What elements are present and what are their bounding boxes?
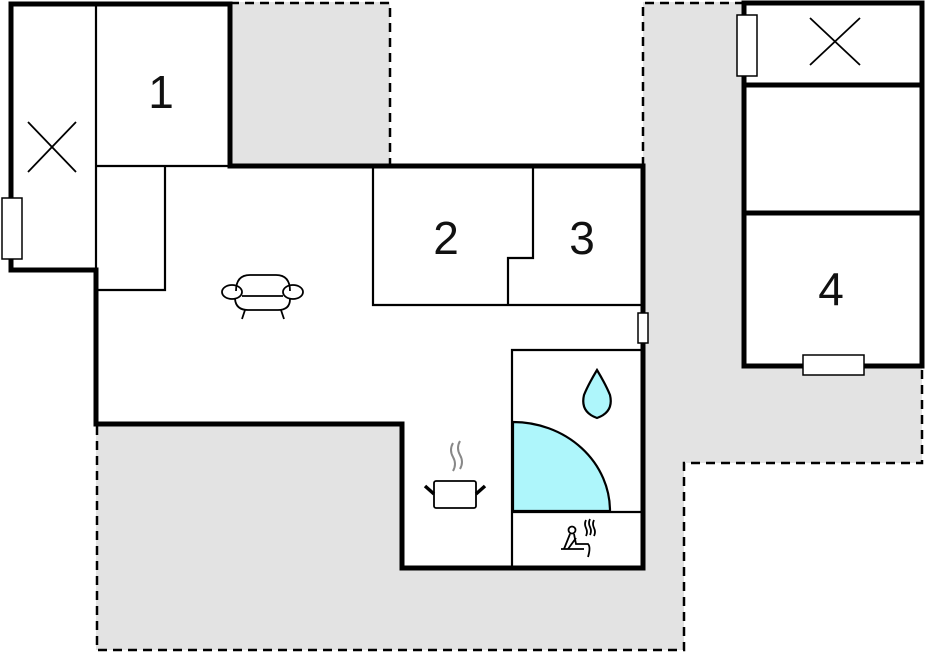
terrace-top xyxy=(230,2,390,166)
terrace-bottom-right xyxy=(96,2,922,650)
room-2-label: 2 xyxy=(433,212,459,264)
exterior-wall xyxy=(8,1,646,571)
window-left xyxy=(1,197,23,260)
shower-quarter-circle xyxy=(511,420,612,513)
water-drop-icon xyxy=(582,367,612,420)
room-1-label: 1 xyxy=(148,66,174,118)
window-annex-top xyxy=(736,14,758,77)
cooking-pot-icon xyxy=(423,440,487,509)
terrace-outlines xyxy=(95,1,924,652)
door-side xyxy=(637,312,649,344)
annex-building xyxy=(741,0,925,369)
cross-icon xyxy=(27,121,77,173)
room-3-label: 3 xyxy=(569,212,595,264)
cross-icon xyxy=(809,17,861,66)
sauna-icon xyxy=(561,518,596,558)
windows xyxy=(1,14,865,376)
room-labels: 1 2 3 4 xyxy=(148,66,844,315)
window-annex-bottom xyxy=(802,354,865,376)
room-4-label: 4 xyxy=(818,263,844,315)
terrace-areas xyxy=(96,2,922,650)
sofa-icon xyxy=(221,274,304,320)
